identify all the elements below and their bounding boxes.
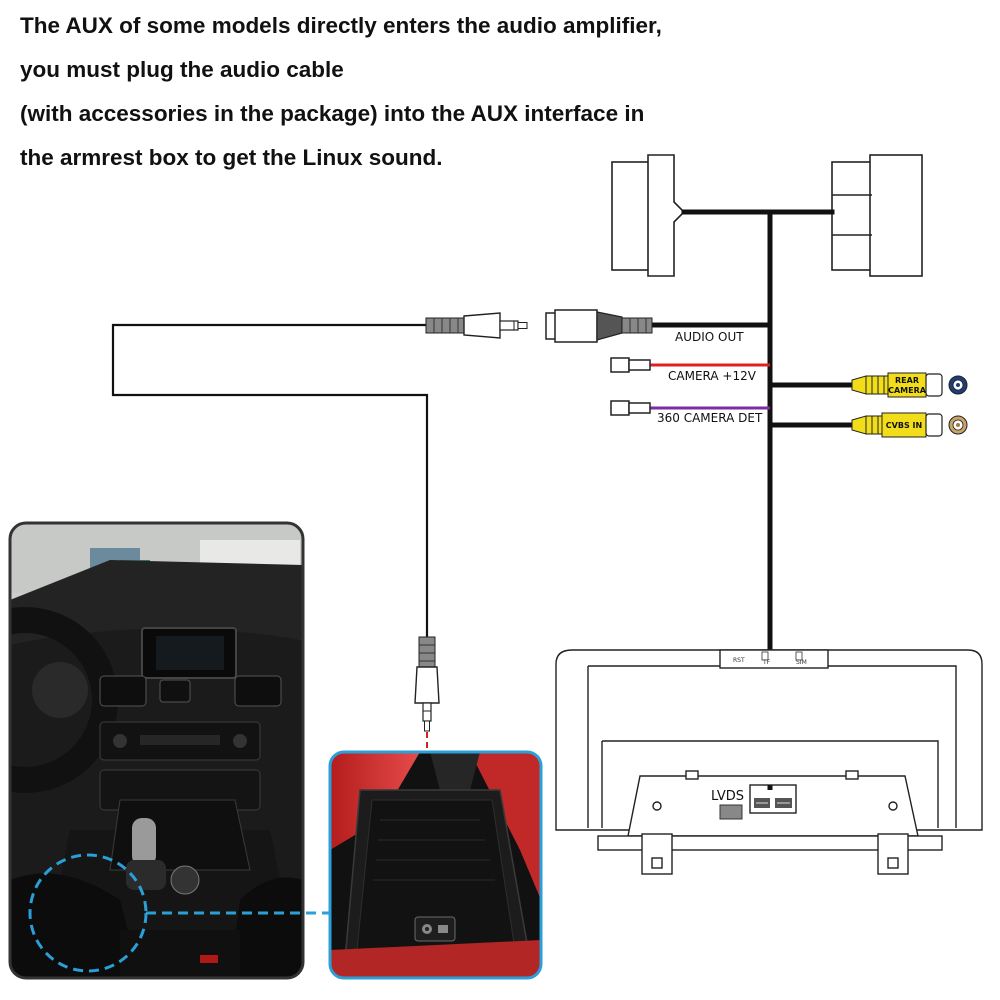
head-unit [555,649,983,875]
cvbs-in-rca-plug: CVBS IN [851,412,968,438]
camera-det-terminal [610,400,651,416]
cvbs-in-label: CVBS IN [886,421,922,430]
rear-camera-label-line1: REAR [895,376,919,385]
armrest-box-photo [330,752,541,978]
rear-camera-label-line2: CAMERA [888,386,927,395]
camera-12v-label: CAMERA +12V [668,369,757,383]
car-interior-photo [10,523,303,978]
aux-cable [111,323,429,637]
instruction-line-1: The AUX of some models directly enters t… [20,13,662,38]
camera-360-det-label: 360 CAMERA DET [657,411,763,425]
car-harness-connector-left [611,154,686,277]
aux-plug-lower [414,636,440,732]
tf-label: TF [762,659,771,666]
car-interior-frame [8,521,305,980]
small-port [719,804,743,820]
sim-label: SIM [796,659,807,666]
rst-label: RST [733,657,745,664]
instruction-line-3: (with accessories in the package) into t… [20,101,645,126]
lvds-connector [749,784,797,814]
audio-out-jack [545,309,653,343]
instruction-line-4: the armrest box to get the Linux sound. [20,145,443,170]
audio-out-label: AUDIO OUT [675,330,744,344]
rear-camera-rca-plug: REAR CAMERA [851,372,968,398]
armrest-box-frame [328,750,543,980]
instruction-text: The AUX of some models directly enters t… [20,4,780,180]
instruction-line-2: you must plug the audio cable [20,57,344,82]
car-harness-connector-right [831,154,923,277]
lvds-label: LVDS [711,789,744,804]
aux-plug-upper [425,312,528,339]
camera-12v-terminal [610,357,651,373]
